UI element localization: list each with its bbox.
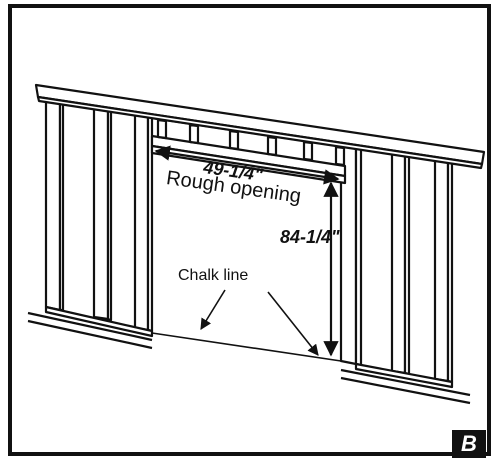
stud (433, 153, 450, 383)
floor-edge-right (340, 376, 471, 405)
stud (106, 105, 113, 322)
cripple-stud (302, 140, 314, 162)
chalk-line (151, 332, 342, 362)
cripple-stud (334, 145, 346, 167)
king-stud-left (133, 110, 150, 332)
cripple-stud (228, 129, 240, 151)
figure-badge: B (452, 430, 486, 458)
floor-edge-right (340, 368, 471, 397)
cripple-stud (266, 135, 278, 157)
floor-edge (27, 319, 153, 350)
chalk-line-label: Chalk line (178, 267, 249, 284)
width-dimension-line (154, 145, 340, 185)
cripple-stud (156, 118, 168, 140)
cripple-stud (188, 123, 200, 145)
chalk-pointer-left (200, 289, 226, 330)
bottom-plate-left (44, 305, 154, 338)
top-plate-face (36, 95, 484, 170)
stud (354, 143, 363, 367)
stud (446, 155, 454, 384)
bottom-plate-right (354, 362, 454, 389)
figure-border (8, 4, 491, 456)
stud (44, 97, 62, 312)
stud (390, 148, 407, 375)
height-dimension-label: 84-1/4" (280, 227, 340, 247)
floor-edge (27, 311, 153, 342)
stud (58, 99, 65, 312)
stud (403, 150, 411, 376)
chalk-pointer-right (267, 291, 319, 356)
stud (92, 103, 110, 321)
